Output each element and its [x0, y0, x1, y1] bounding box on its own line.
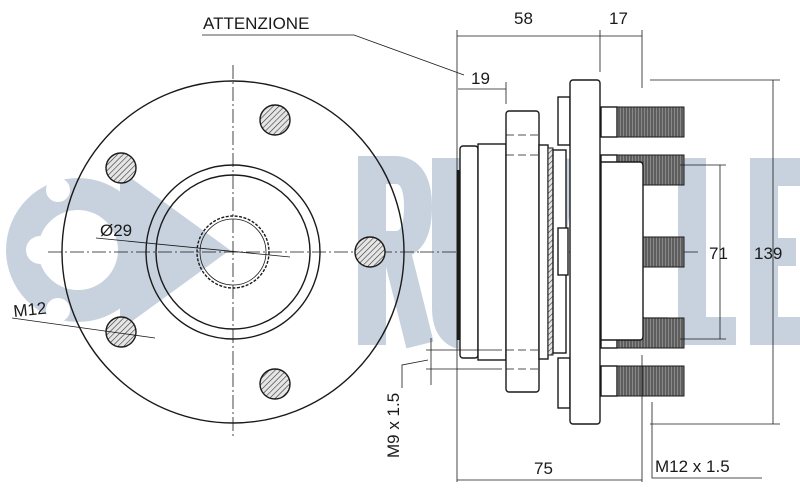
front-view — [11, 65, 420, 438]
bolt-hole — [354, 236, 386, 268]
bolt-hole — [105, 316, 137, 348]
front-bolt-thread-label: M12 — [12, 299, 47, 321]
bore-diameter-label: Ø29 — [100, 221, 132, 240]
bolt-hole — [259, 104, 291, 136]
dim-pilot-diameter: 71 — [709, 244, 728, 263]
wheel-stud — [616, 106, 685, 138]
screw-thread-label: M9 x 1.5 — [384, 393, 403, 458]
bolt-hole — [259, 368, 291, 400]
attention-label: ATTENZIONE — [203, 14, 309, 33]
side-view — [420, 79, 700, 425]
dim-bearing-width: 19 — [471, 69, 490, 88]
dim-stud-protrusion: 17 — [609, 9, 628, 28]
dimension-lines — [401, 30, 780, 482]
dim-overall-length: 75 — [534, 459, 553, 478]
dim-hub-length: 58 — [514, 9, 533, 28]
wheel-stud — [616, 365, 685, 397]
stud-thread-label: M12 x 1.5 — [655, 457, 730, 476]
bolt-hole — [105, 152, 137, 184]
dim-flange-diameter: 139 — [754, 244, 782, 263]
